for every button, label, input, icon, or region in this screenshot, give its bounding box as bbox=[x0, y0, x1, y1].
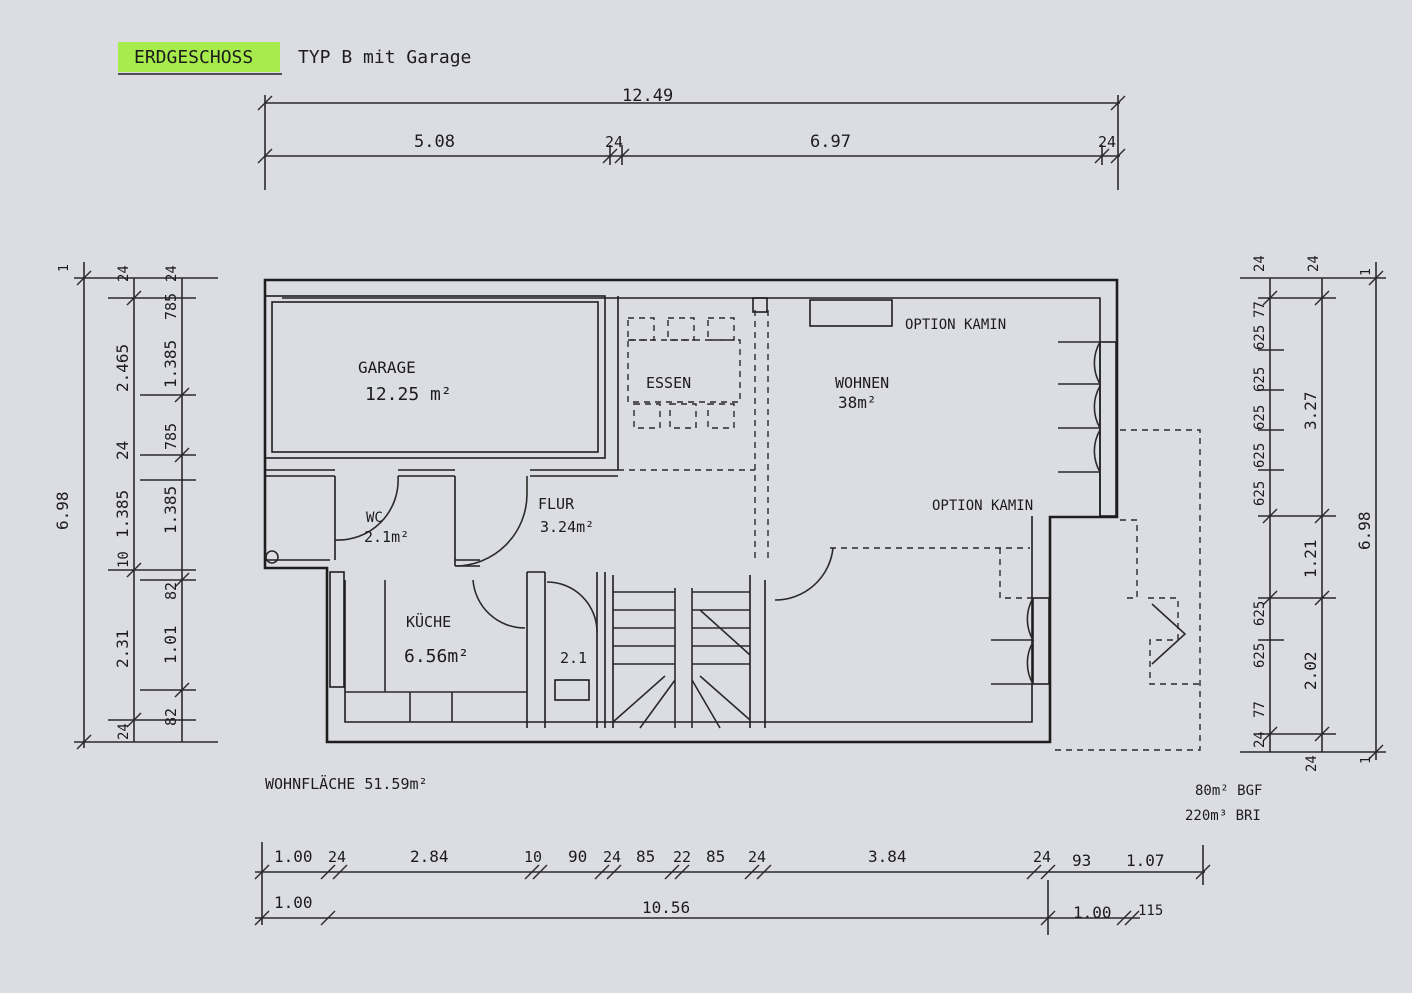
svg-text:90: 90 bbox=[568, 847, 587, 866]
dim-left-total: 6.98 bbox=[53, 491, 72, 530]
svg-text:2.31: 2.31 bbox=[113, 629, 132, 668]
svg-text:2.02: 2.02 bbox=[1301, 651, 1320, 690]
svg-text:785: 785 bbox=[162, 293, 180, 320]
svg-text:1.385: 1.385 bbox=[161, 486, 180, 534]
terrace-doors bbox=[991, 341, 1201, 751]
svg-text:625: 625 bbox=[1252, 443, 1268, 468]
svg-text:85: 85 bbox=[636, 847, 655, 866]
bgf-label: 80m² BGF bbox=[1195, 783, 1262, 799]
wc-area: 2.1m² bbox=[364, 528, 409, 546]
svg-text:24: 24 bbox=[1252, 255, 1268, 272]
small-room-area: 2.1 bbox=[560, 649, 587, 667]
left-dimensions: 6.98 1 24 2.465 24 1.385 10 2.31 24 24 7… bbox=[53, 262, 218, 750]
floor-title: ERDGESCHOSS bbox=[134, 47, 253, 68]
svg-text:10: 10 bbox=[524, 848, 542, 866]
wohnflaeche-label: WOHNFLÄCHE 51.59m² bbox=[265, 774, 428, 793]
garage-label: GARAGE bbox=[358, 358, 416, 377]
top-dimensions: 12.49 5.08 24 6.97 24 bbox=[257, 86, 1126, 190]
svg-text:24: 24 bbox=[116, 265, 132, 282]
option-kamin-label-2: OPTION KAMIN bbox=[932, 498, 1033, 514]
svg-text:1.01: 1.01 bbox=[161, 625, 180, 664]
dim-top-living: 6.97 bbox=[810, 132, 851, 152]
essen-room: ESSEN bbox=[627, 317, 741, 429]
svg-text:3.84: 3.84 bbox=[868, 847, 907, 866]
svg-text:625: 625 bbox=[1252, 367, 1268, 392]
svg-text:1.21: 1.21 bbox=[1301, 539, 1320, 578]
wc-label: WC bbox=[366, 510, 383, 526]
svg-text:24: 24 bbox=[116, 723, 132, 740]
svg-text:24: 24 bbox=[328, 848, 346, 866]
svg-text:24: 24 bbox=[1252, 731, 1268, 748]
svg-text:1: 1 bbox=[1359, 756, 1374, 764]
svg-text:2.465: 2.465 bbox=[113, 344, 132, 392]
wc-room: WC 2.1m² bbox=[265, 475, 409, 564]
wohnen-area: 38m² bbox=[838, 393, 877, 412]
flur-label: FLUR bbox=[538, 495, 575, 513]
svg-text:24: 24 bbox=[113, 441, 132, 460]
svg-text:77: 77 bbox=[1252, 701, 1268, 718]
dim-top-wall: 24 bbox=[605, 133, 623, 151]
title-highlight bbox=[118, 42, 280, 72]
staircase bbox=[612, 588, 751, 729]
option-kamin-label: OPTION KAMIN bbox=[905, 317, 1006, 333]
svg-text:24: 24 bbox=[1033, 848, 1051, 866]
svg-text:82: 82 bbox=[162, 708, 180, 726]
svg-text:24: 24 bbox=[164, 265, 180, 282]
dim-top-wall-right: 24 bbox=[1098, 133, 1116, 151]
essen-label: ESSEN bbox=[646, 374, 691, 392]
type-title: TYP B mit Garage bbox=[298, 47, 471, 68]
kueche-room: KÜCHE 6.56m² bbox=[345, 580, 527, 722]
svg-text:82: 82 bbox=[162, 582, 180, 600]
svg-text:24: 24 bbox=[748, 848, 766, 866]
svg-text:10.56: 10.56 bbox=[642, 898, 690, 917]
svg-text:625: 625 bbox=[1252, 325, 1268, 350]
dim-total-width: 12.49 bbox=[622, 86, 673, 106]
svg-text:785: 785 bbox=[162, 423, 180, 450]
svg-text:1.00: 1.00 bbox=[1073, 903, 1112, 922]
bri-label: 220m³ BRI bbox=[1185, 808, 1261, 824]
svg-text:625: 625 bbox=[1252, 601, 1268, 626]
svg-text:1.00: 1.00 bbox=[274, 893, 313, 912]
svg-text:85: 85 bbox=[706, 847, 725, 866]
wohnen-label: WOHNEN bbox=[835, 374, 889, 392]
wohnen-room: OPTION KAMIN WOHNEN 38m² OPTION KAMIN bbox=[774, 299, 1033, 601]
svg-text:3.27: 3.27 bbox=[1301, 391, 1320, 430]
svg-text:1: 1 bbox=[1359, 268, 1374, 276]
kueche-label: KÜCHE bbox=[406, 612, 451, 631]
svg-text:625: 625 bbox=[1252, 405, 1268, 430]
svg-text:93: 93 bbox=[1072, 851, 1091, 870]
right-dimensions: 24 77 625 625 625 625 625 625 625 77 24 … bbox=[1240, 255, 1386, 772]
svg-text:24: 24 bbox=[603, 848, 621, 866]
svg-text:625: 625 bbox=[1252, 481, 1268, 506]
svg-text:1.385: 1.385 bbox=[113, 490, 132, 538]
dim-top-garage: 5.08 bbox=[414, 132, 455, 152]
svg-text:115: 115 bbox=[1138, 903, 1163, 919]
bottom-dimensions: 1.00 24 2.84 10 90 24 85 22 85 24 3.84 2… bbox=[254, 842, 1211, 935]
svg-text:77: 77 bbox=[1252, 301, 1268, 318]
svg-text:24: 24 bbox=[1306, 255, 1322, 272]
kueche-area: 6.56m² bbox=[404, 646, 469, 667]
svg-text:1.00: 1.00 bbox=[274, 847, 313, 866]
flur-room: FLUR 3.24m² bbox=[454, 476, 594, 629]
walls bbox=[263, 278, 1119, 744]
svg-text:1.385: 1.385 bbox=[161, 340, 180, 388]
svg-text:1: 1 bbox=[57, 264, 72, 272]
small-room: 2.1 bbox=[546, 581, 598, 701]
svg-text:10: 10 bbox=[116, 551, 132, 568]
svg-text:24: 24 bbox=[1304, 755, 1320, 772]
flur-area: 3.24m² bbox=[540, 518, 594, 536]
garage-room: GARAGE 12.25 m² bbox=[358, 358, 452, 405]
svg-text:1.07: 1.07 bbox=[1126, 851, 1165, 870]
svg-text:2.84: 2.84 bbox=[410, 847, 449, 866]
garage-area: 12.25 m² bbox=[365, 384, 452, 405]
dim-right-total: 6.98 bbox=[1355, 511, 1374, 550]
svg-text:625: 625 bbox=[1252, 643, 1268, 668]
svg-text:22: 22 bbox=[673, 848, 691, 866]
